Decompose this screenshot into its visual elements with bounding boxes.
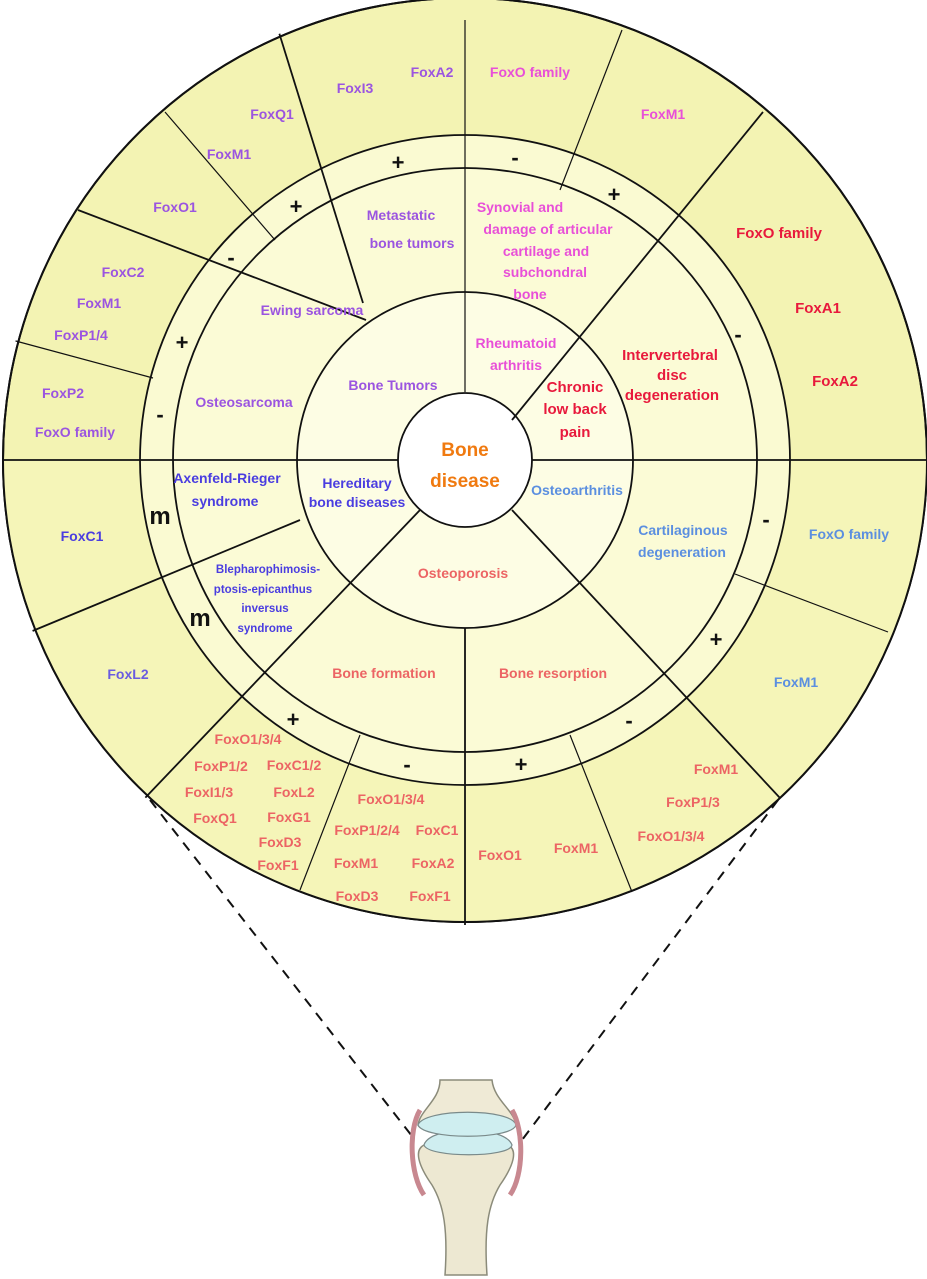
gene-label: FoxC1/2 — [267, 757, 322, 773]
disease-ewing: Ewing sarcoma — [261, 302, 364, 318]
disease-metastatic-1: Metastatic — [367, 207, 436, 223]
gene-label: FoxA2 — [812, 373, 858, 390]
gene-label: FoxC1 — [61, 528, 104, 544]
gene-label: FoxM1 — [774, 674, 819, 690]
category-bone-tumors: Bone Tumors — [348, 377, 437, 393]
gene-label: FoxP1/4 — [54, 327, 108, 343]
gene-label: FoxI1/3 — [185, 784, 233, 800]
sign-plus: + — [176, 330, 189, 355]
sign-minus: - — [625, 708, 632, 733]
disease-metastatic-2: bone tumors — [370, 235, 455, 251]
disease-bpes-1: Blepharophimosis- — [216, 564, 320, 576]
gene-label: FoxO1 — [153, 199, 197, 215]
gene-label: FoxP1/2 — [194, 758, 248, 774]
sign-minus: - — [156, 402, 163, 427]
disease-synovial-5: bone — [513, 286, 547, 302]
sign-plus: + — [290, 194, 303, 219]
gene-label: FoxM1 — [641, 106, 686, 122]
sign-mutation: m — [189, 605, 210, 632]
gene-label: FoxL2 — [273, 784, 314, 800]
gene-label: FoxO1 — [478, 847, 522, 863]
gene-label: FoxD3 — [259, 834, 302, 850]
gene-label: FoxL2 — [107, 666, 148, 682]
gene-label: FoxM1 — [694, 761, 739, 777]
sign-plus: + — [287, 707, 300, 732]
sign-plus: + — [515, 752, 528, 777]
category-chronic-2: low back — [543, 401, 607, 418]
gene-label: FoxM1 — [554, 840, 599, 856]
category-osteoporosis: Osteoporosis — [418, 565, 508, 581]
gene-label: FoxO family — [736, 225, 823, 242]
gene-label: FoxO1/3/4 — [638, 828, 705, 844]
gene-label: FoxM1 — [207, 146, 252, 162]
gene-label: FoxO1/3/4 — [358, 791, 425, 807]
disease-cartilaginous-2: degeneration — [638, 544, 726, 560]
sign-minus: - — [734, 322, 741, 347]
disease-synovial-1: Synovial and — [477, 199, 563, 215]
sign-plus: + — [710, 627, 723, 652]
center-label-1: Bone — [441, 440, 489, 461]
segment-lines — [2, 9, 927, 925]
disease-synovial-2: damage of articular — [483, 221, 613, 237]
disease-intervertebral-2: disc — [657, 367, 687, 384]
disease-bone-resorption: Bone resorption — [499, 665, 607, 681]
disease-intervertebral-3: degeneration — [625, 387, 719, 404]
sign-mutation: m — [149, 503, 170, 530]
sign-minus: - — [511, 145, 518, 170]
gene-label: FoxA2 — [411, 64, 454, 80]
gene-label: FoxF1 — [257, 857, 298, 873]
gene-label: FoxO family — [809, 526, 889, 542]
disease-osteosarcoma: Osteosarcoma — [195, 394, 292, 410]
disease-bpes-3: inversus — [241, 603, 288, 615]
category-osteoarthritis: Osteoarthritis — [531, 482, 623, 498]
gene-label: FoxF1 — [409, 888, 450, 904]
disease-intervertebral-1: Intervertebral — [622, 347, 718, 364]
gene-label: FoxO family — [35, 424, 115, 440]
gene-label: FoxM1 — [77, 295, 122, 311]
center-label-2: disease — [430, 471, 500, 492]
gene-label: FoxP1/2/4 — [334, 822, 400, 838]
category-rheumatoid-1: Rheumatoid — [476, 335, 557, 351]
sign-minus: - — [227, 245, 234, 270]
gene-label: FoxI3 — [337, 80, 374, 96]
disease-axenfeld-2: syndrome — [192, 493, 259, 509]
category-hereditary-2: bone diseases — [309, 494, 406, 510]
disease-synovial-3: cartilage and — [503, 243, 589, 259]
category-hereditary-1: Hereditary — [322, 475, 391, 491]
gene-label: FoxC2 — [102, 264, 145, 280]
joint-illustration — [409, 1079, 524, 1276]
disease-synovial-4: subchondral — [503, 264, 587, 280]
disease-cartilaginous-1: Cartilaginous — [638, 522, 728, 538]
sign-minus: - — [403, 752, 410, 777]
gene-label: FoxO family — [490, 64, 570, 80]
gene-label: FoxG1 — [267, 809, 311, 825]
gene-label: FoxQ1 — [250, 106, 294, 122]
gene-label: FoxP2 — [42, 385, 84, 401]
sign-minus: - — [762, 507, 769, 532]
category-rheumatoid-2: arthritis — [490, 357, 542, 373]
gene-label: FoxC1 — [416, 822, 459, 838]
gene-label: FoxQ1 — [193, 810, 237, 826]
sub-dividers — [11, 20, 889, 893]
gene-label: FoxA2 — [412, 855, 455, 871]
category-chronic-1: Chronic — [547, 379, 604, 396]
category-chronic-3: pain — [560, 424, 591, 441]
gene-label: FoxA1 — [795, 300, 841, 317]
disease-bpes-4: syndrome — [238, 623, 293, 635]
gene-label: FoxD3 — [336, 888, 379, 904]
disease-bone-formation: Bone formation — [332, 665, 435, 681]
gene-label: FoxO1/3/4 — [215, 731, 282, 747]
sign-plus: + — [392, 150, 405, 175]
disease-bpes-2: ptosis-epicanthus — [214, 584, 312, 596]
disease-axenfeld-1: Axenfeld-Rieger — [173, 470, 281, 486]
sign-plus: + — [608, 182, 621, 207]
gene-label: FoxM1 — [334, 855, 379, 871]
gene-label: FoxP1/3 — [666, 794, 720, 810]
